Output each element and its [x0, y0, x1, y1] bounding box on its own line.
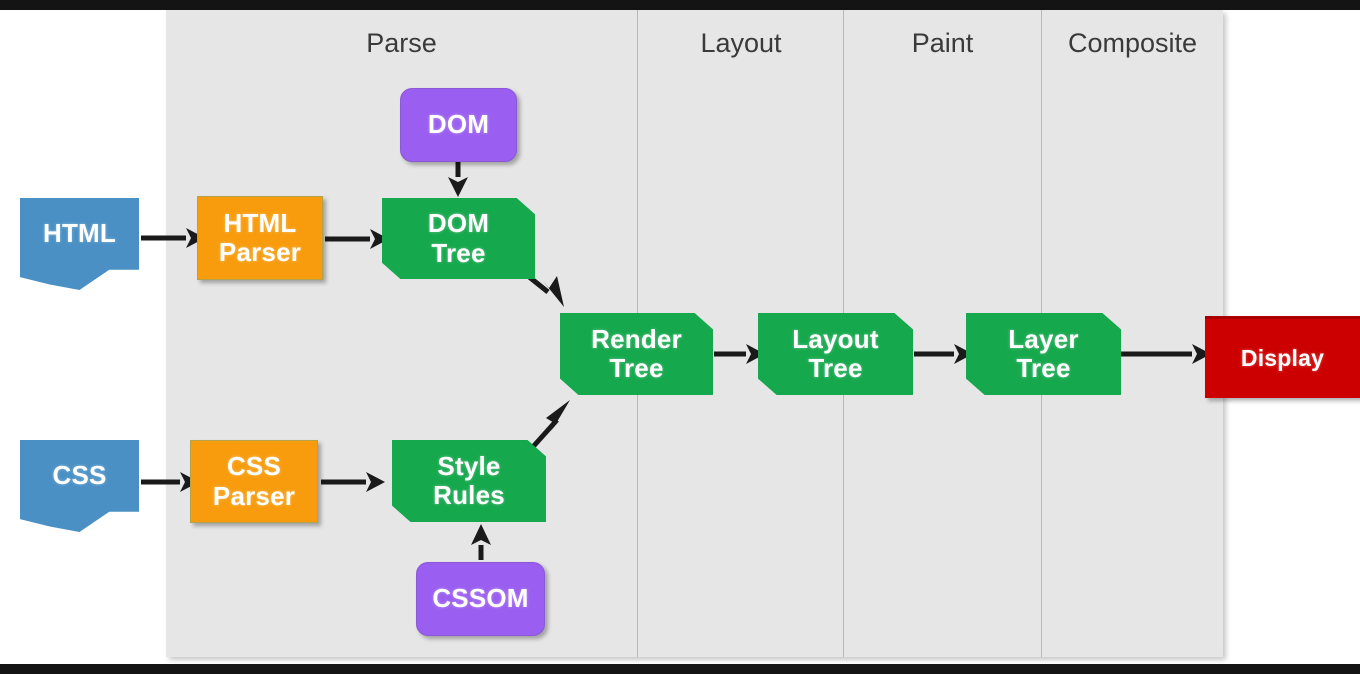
phase-label-composite: Composite: [1067, 28, 1198, 58]
node-html-parser[interactable]: HTML Parser: [197, 196, 323, 280]
node-label-cssom: CSSOM: [432, 583, 529, 614]
node-label-css-source: CSS: [52, 460, 107, 491]
node-dom[interactable]: DOM: [400, 88, 517, 162]
node-layer-tree[interactable]: Layer Tree: [966, 313, 1121, 395]
node-cssom[interactable]: CSSOM: [416, 562, 545, 636]
node-label-display: Display: [1240, 344, 1325, 371]
node-label-style-rules: Style Rules: [433, 450, 505, 510]
node-label-html-parser: HTML Parser: [218, 207, 302, 267]
node-display[interactable]: Display: [1205, 316, 1360, 398]
node-label-css-parser: CSS Parser: [212, 451, 296, 511]
node-label-html-source: HTML: [43, 218, 116, 249]
phase-label-parse: Parse: [366, 28, 437, 58]
node-style-rules[interactable]: Style Rules: [392, 440, 546, 522]
node-label-dom: DOM: [427, 109, 490, 140]
node-label-layout-tree: Layout Tree: [792, 323, 879, 383]
phase-label-paint: Paint: [911, 28, 974, 58]
phase-label-layout: Layout: [700, 28, 782, 58]
node-label-layer-tree: Layer Tree: [1008, 323, 1079, 383]
node-label-dom-tree: DOM Tree: [427, 208, 490, 268]
node-label-render-tree: Render Tree: [591, 323, 682, 383]
node-layout-tree[interactable]: Layout Tree: [758, 313, 913, 395]
node-css-parser[interactable]: CSS Parser: [190, 440, 318, 523]
node-render-tree[interactable]: Render Tree: [560, 313, 713, 395]
node-dom-tree[interactable]: DOM Tree: [382, 198, 535, 279]
